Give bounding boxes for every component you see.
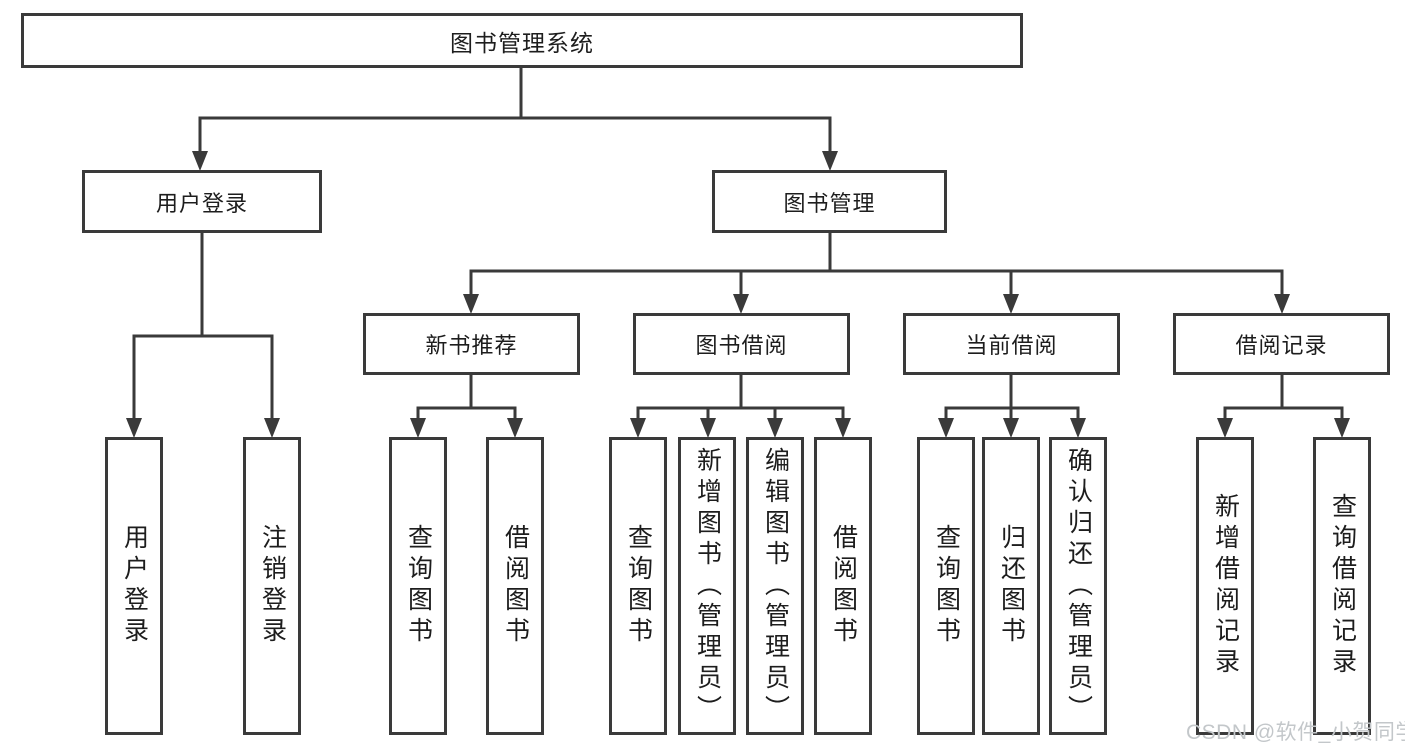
node-new-book-recommend-label: 新书推荐 [425, 333, 518, 358]
node-leaf-cb-confirm-return-admin: 确认归还（管理员） [1049, 437, 1107, 735]
node-leaf-nb-query-books: 查询图书 [389, 437, 447, 735]
node-leaf-bb-add-book-admin-label: 新增图书（管理员） [693, 446, 722, 726]
node-leaf-bb-query-books-label: 查询图书 [624, 524, 653, 648]
node-leaf-cb-return-books: 归还图书 [982, 437, 1040, 735]
node-leaf-br-add-record: 新增借阅记录 [1196, 437, 1254, 735]
node-leaf-bb-borrow-books-label: 借阅图书 [829, 524, 858, 648]
node-root: 图书管理系统 [21, 13, 1023, 68]
node-leaf-nb-borrow-books: 借阅图书 [486, 437, 544, 735]
node-borrowing-records: 借阅记录 [1173, 313, 1390, 375]
node-leaf-nb-query-books-label: 查询图书 [404, 524, 433, 648]
node-current-borrowing: 当前借阅 [903, 313, 1120, 375]
node-current-borrowing-label: 当前借阅 [965, 333, 1058, 358]
node-book-management: 图书管理 [712, 170, 947, 233]
node-leaf-user-login: 用户登录 [105, 437, 163, 735]
node-leaf-bb-borrow-books: 借阅图书 [814, 437, 872, 735]
watermark: CSDN @软件_小贺同学 [1186, 721, 1405, 744]
node-book-management-label: 图书管理 [783, 190, 876, 216]
node-leaf-bb-query-books: 查询图书 [609, 437, 667, 735]
node-user-login: 用户登录 [82, 170, 322, 233]
node-leaf-cb-return-books-label: 归还图书 [997, 524, 1026, 648]
node-leaf-cb-query-books: 查询图书 [917, 437, 975, 735]
node-user-login-label: 用户登录 [155, 190, 248, 216]
node-book-borrowing-label: 图书借阅 [695, 333, 788, 358]
node-leaf-bb-add-book-admin: 新增图书（管理员） [678, 437, 736, 735]
node-leaf-cb-query-books-label: 查询图书 [932, 524, 961, 648]
node-leaf-nb-borrow-books-label: 借阅图书 [501, 524, 530, 648]
node-leaf-logout-label: 注销登录 [258, 524, 287, 648]
node-leaf-br-query-record: 查询借阅记录 [1313, 437, 1371, 735]
node-leaf-br-query-record-label: 查询借阅记录 [1328, 493, 1357, 679]
node-borrowing-records-label: 借阅记录 [1235, 333, 1328, 358]
node-leaf-bb-edit-book-admin-label: 编辑图书（管理员） [761, 446, 790, 726]
node-leaf-br-add-record-label: 新增借阅记录 [1211, 493, 1240, 679]
node-leaf-user-login-label: 用户登录 [120, 524, 149, 648]
node-book-borrowing: 图书借阅 [633, 313, 850, 375]
node-root-label: 图书管理系统 [450, 29, 594, 56]
node-new-book-recommend: 新书推荐 [363, 313, 580, 375]
node-leaf-cb-confirm-return-admin-label: 确认归还（管理员） [1064, 446, 1093, 726]
node-leaf-bb-edit-book-admin: 编辑图书（管理员） [746, 437, 804, 735]
node-leaf-logout: 注销登录 [243, 437, 301, 735]
